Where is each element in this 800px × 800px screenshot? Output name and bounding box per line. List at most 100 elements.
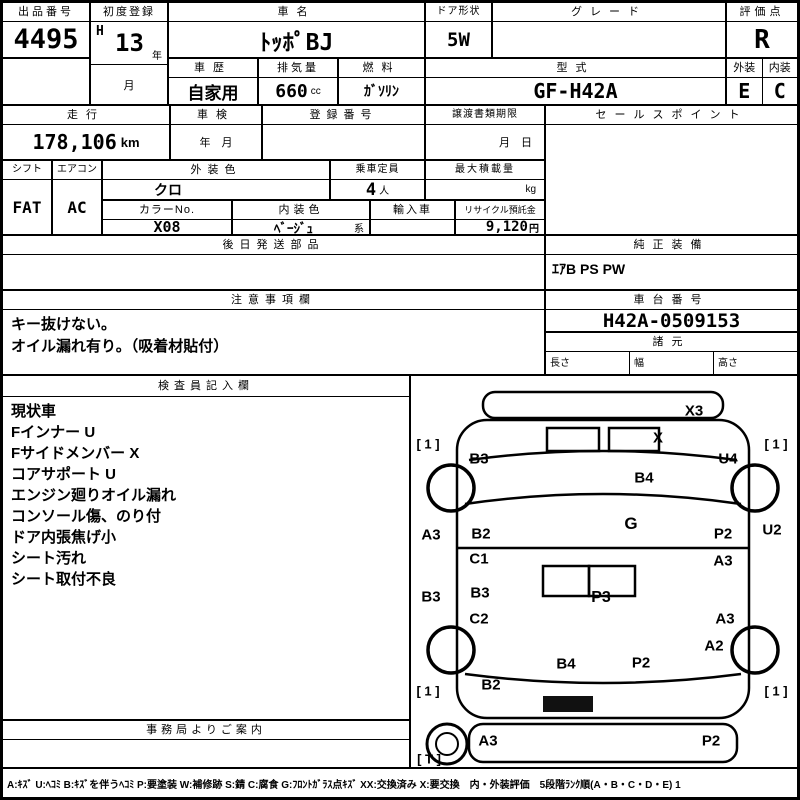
- equipment-cell: 純正装備 ｴｱB PS PW: [545, 235, 798, 290]
- interior-score-label: 内装: [762, 59, 797, 78]
- first-registration-cell: 初度登録 H 13 年 月: [90, 2, 168, 105]
- aircon-cell: エアコン AC: [52, 160, 102, 235]
- model-code-label: 型式: [426, 59, 725, 78]
- fuel-label: 燃料: [339, 59, 424, 78]
- damage-code: B3: [469, 450, 489, 468]
- grade-label: グレード: [493, 3, 725, 22]
- damage-diagram: X3 X [ 1 ] [ 1 ] B3 U4 B4 A3 B2 G P2 U2 …: [411, 376, 797, 767]
- exterior-score-label: 外装: [727, 59, 762, 78]
- chassis-no-label: 車台番号: [546, 291, 797, 310]
- max-load-label: 最大積載量: [426, 161, 544, 180]
- damage-code: B3: [470, 584, 490, 602]
- recycle-deposit-unit: 円: [529, 223, 539, 235]
- damage-code: G: [624, 514, 638, 533]
- interior-color-suffix: 系: [354, 223, 364, 235]
- inspector-notes-text: 現状車 Fインナー U Fサイドメンバー X コアサポート U エンジン廻りオイ…: [11, 403, 177, 588]
- auction-no-label: 出品番号: [3, 3, 89, 22]
- interior-color-value: ﾍﾞｰｼﾞｭ: [274, 220, 313, 235]
- first-reg-year: 13: [115, 29, 144, 57]
- wheel-mark: [ 1 ]: [416, 683, 440, 699]
- car-outline-drawing: [425, 390, 780, 766]
- inspector-notes-label: 検査員記入欄: [3, 376, 409, 397]
- damage-code: C1: [469, 550, 489, 568]
- damage-code: A3: [478, 732, 498, 750]
- caution-cell: 注意事項欄 キー抜けない。 オイル漏れ有り。（吸着材貼付）: [2, 290, 545, 375]
- recycle-deposit-label: リサイクル預託金: [456, 201, 544, 220]
- score-label: 評価点: [727, 3, 797, 22]
- damage-code: U2: [762, 521, 782, 539]
- shift-value: FAT: [12, 197, 42, 217]
- history-value: 自家用: [187, 83, 239, 103]
- damage-code: P3: [591, 589, 611, 606]
- displacement-cell: 排気量 660 cc: [258, 58, 338, 105]
- shift-cell: シフト FAT: [2, 160, 52, 235]
- sales-point-label: セールスポイント: [546, 106, 797, 125]
- capacity-unit: 人: [379, 186, 390, 197]
- caution-label: 注意事項欄: [3, 291, 544, 310]
- inspection-cell: 車検 年 月: [170, 105, 262, 160]
- shift-label: シフト: [3, 161, 51, 180]
- exterior-score-value: E: [738, 79, 751, 103]
- registration-no-cell: 登録番号: [262, 105, 425, 160]
- later-parts-cell: 後日発送部品: [2, 235, 545, 290]
- history-label: 車歴: [169, 59, 257, 78]
- office-info-cell: 事務局よりご案内: [2, 720, 410, 768]
- damage-code: A3: [713, 552, 733, 570]
- transfer-deadline-cell: 譲渡書類期限 月 日: [425, 105, 545, 160]
- displacement-value: 660: [275, 80, 308, 102]
- aircon-value: AC: [67, 197, 87, 217]
- specs-cell: 諸元 長さ 幅 高さ: [545, 332, 798, 375]
- transfer-deadline-label: 譲渡書類期限: [426, 106, 544, 125]
- legend-text: A:ｷｽﾞ U:ﾍｺﾐ B:ｷｽﾞを伴うﾍｺﾐ P:要塗装 W:補修跡 S:錆 …: [7, 779, 681, 791]
- damage-code: B2: [481, 676, 501, 694]
- recycle-deposit-cell: リサイクル預託金 9,120 円: [455, 200, 545, 235]
- first-reg-month-unit: 月: [123, 79, 135, 92]
- fuel-value: ｶﾞｿﾘﾝ: [364, 83, 399, 99]
- first-reg-year-unit: 年: [152, 51, 162, 62]
- model-code-value: GF-H42A: [533, 79, 618, 103]
- office-info-value: [3, 740, 409, 767]
- door-shape-label: ドア形状: [426, 3, 491, 22]
- exterior-color-label: 外装色: [103, 161, 329, 180]
- color-no-label: カラーNo.: [103, 201, 231, 220]
- import-car-value: [371, 220, 454, 234]
- equipment-value: ｴｱB PS PW: [552, 261, 626, 277]
- mileage-value: 178,106: [32, 130, 117, 154]
- office-info-label: 事務局よりご案内: [3, 721, 409, 740]
- registration-no-value: [263, 125, 424, 159]
- equipment-label: 純正装備: [546, 236, 797, 255]
- interior-color-cell: 内装色 ﾍﾞｰｼﾞｭ 系: [232, 200, 370, 235]
- transfer-deadline-value: 月 日: [499, 137, 532, 149]
- damage-code: B2: [471, 525, 491, 543]
- mileage-cell: 走行 178,106 km: [2, 105, 170, 160]
- import-car-label: 輸入車: [371, 201, 454, 220]
- first-reg-year-row: H 13 年: [91, 22, 167, 65]
- chassis-no-value: H42A-0509153: [602, 309, 741, 332]
- damage-diagram-cell: X3 X [ 1 ] [ 1 ] B3 U4 B4 A3 B2 G P2 U2 …: [410, 375, 798, 768]
- car-name-cell: 車名 ﾄｯﾎﾟBJ: [168, 2, 425, 58]
- first-registration-label: 初度登録: [91, 3, 167, 22]
- aircon-label: エアコン: [53, 161, 101, 180]
- score-value: R: [754, 24, 770, 55]
- spec-height-label: 高さ: [713, 352, 797, 374]
- later-parts-label: 後日発送部品: [3, 236, 544, 255]
- max-load-cell: 最大積載量 kg: [425, 160, 545, 200]
- fuel-cell: 燃料 ｶﾞｿﾘﾝ: [338, 58, 425, 105]
- blank-cell-top-left: [2, 58, 90, 105]
- damage-code: A2: [704, 637, 724, 655]
- damage-code: P2: [631, 654, 651, 672]
- registration-no-label: 登録番号: [263, 106, 424, 125]
- later-parts-value: [3, 255, 544, 289]
- chassis-no-cell: 車台番号 H42A-0509153: [545, 290, 798, 332]
- color-no-cell: カラーNo. X08: [102, 200, 232, 235]
- car-name-label: 車名: [169, 3, 424, 22]
- model-code-cell: 型式 GF-H42A: [425, 58, 726, 105]
- capacity-value: 4: [365, 179, 377, 200]
- wheel-mark: [ 1 ]: [764, 683, 788, 699]
- recycle-deposit-value: 9,120: [485, 219, 528, 235]
- auction-no-value: 4495: [13, 24, 79, 55]
- specs-label: 諸元: [546, 333, 797, 352]
- spec-width-label: 幅: [629, 352, 713, 374]
- damage-code: X3: [684, 402, 704, 420]
